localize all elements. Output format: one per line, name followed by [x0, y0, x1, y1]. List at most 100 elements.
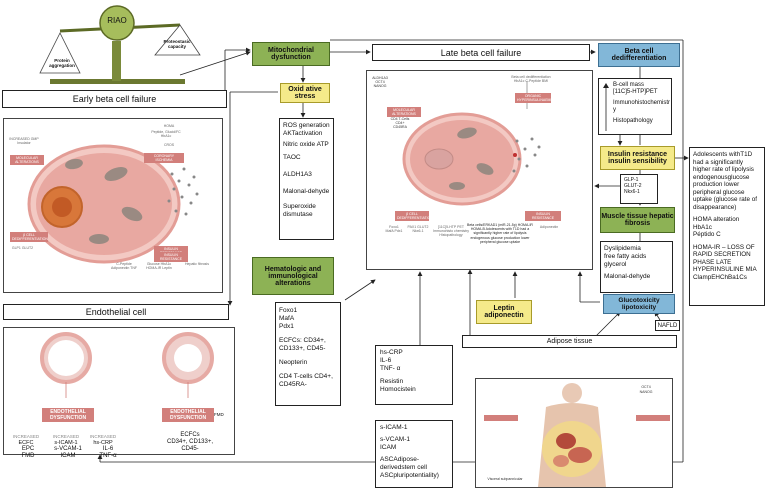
- early-bottom-mid: C-Peptide Adiponectin TNF: [110, 262, 137, 271]
- glucotoxicity-label: Glucotoxicity lipotoxicity: [618, 297, 660, 311]
- early-red-label: CORONARY ISCHEMIA: [144, 153, 184, 163]
- hemato-item: Foxo1: [279, 307, 298, 314]
- oxidative-stress-box: Oxid ative stress: [280, 83, 330, 103]
- endo-item: s-VCAM-1: [54, 446, 82, 452]
- endo-item: IL-6: [102, 446, 114, 452]
- endo-col-head: INCREASED: [89, 434, 117, 439]
- oxidative-item: ALDH1A3: [283, 171, 312, 178]
- late-center-list: Beta cells/ERKAD1 (miR-21-5p) HOMA-IR HO…: [467, 223, 533, 244]
- early-cell-figure: HOMA Peptide, Glucid/FC HbA1c CROS INCRE…: [3, 118, 223, 293]
- endo-col: s-ICAM-1: [49, 440, 83, 447]
- early-bottom-right: Hepatic fibrosis: [185, 262, 209, 266]
- hemato-list: Foxo1 MafA Pdx1 ECFCs: CD34+, CD133+, CD…: [275, 302, 341, 406]
- beta-mass-item: Immunohistochemistr y: [613, 100, 671, 113]
- dysl-item: Malonal-dehyde: [604, 273, 651, 280]
- riao-label: RIAO: [107, 16, 127, 25]
- adhesion-list: s-ICAM-1 s-VCAM-1 ICAM ASCAdipose-derive…: [375, 420, 453, 488]
- endo-item: EPC: [21, 446, 35, 452]
- inflammation-item: TNF- α: [380, 365, 401, 372]
- adolescents-box: Adolescents withT1D had a significantly …: [689, 147, 765, 306]
- adipose-nanog: NANOG: [639, 390, 653, 394]
- adolescents-text: Adolescents withT1D had a significantly …: [693, 151, 758, 211]
- insulin-resistance-box: Insulin resistance insulin sensibility: [600, 146, 675, 170]
- adhesion-item: ASCAdipose-derivedstem cell: [380, 456, 427, 471]
- oxidative-item: Malonal-dehyde: [283, 188, 330, 195]
- adipose-red-label: [636, 415, 670, 421]
- late-beta-failure-label: Late beta cell failure: [440, 47, 522, 58]
- early-red-label: β CELL DEDIFFERENTIATION: [10, 232, 48, 242]
- up-arrow-icon: [603, 83, 609, 131]
- beta-mass-item: [11C]5-HTP]PET: [613, 89, 658, 95]
- homa-item: HbA1c: [693, 223, 712, 231]
- inflammation-item: hs-CRP: [380, 349, 403, 356]
- late-bottom-right: Adiponectin: [539, 225, 559, 229]
- muscle-tissue-label: Muscle tissue hepatic fibrosis: [601, 213, 674, 227]
- homa-item: HOMA alteration: [693, 216, 740, 223]
- adipose-figure: OCT4 NANOG Visceral subpannicular: [475, 378, 673, 488]
- adhesion-item: ASCpluripotentiality): [380, 472, 439, 479]
- hemato-item: Neopterin: [279, 359, 308, 366]
- glp-item: GLUT-2: [624, 183, 642, 189]
- early-beta-failure-label: Early beta cell failure: [72, 94, 157, 104]
- oxidative-item: TAOC: [283, 154, 301, 161]
- endo-col: hs-CRP: [86, 440, 120, 447]
- adhesion-item: s-VCAM-1: [380, 436, 410, 443]
- riao-scale: RIAO Protein aggregation Proteostasic ca…: [30, 3, 205, 88]
- adhesion-item: ICAM: [380, 444, 397, 451]
- dedifferentiation-label: Beta cell dedifferentiation: [611, 48, 667, 62]
- inflammation-item: Resistin: [380, 378, 404, 385]
- endothelial-title-box: Endothelial cell: [3, 304, 229, 320]
- late-red-label: MOLECULAR ALTERATIONS: [387, 107, 421, 117]
- beta-mass-box: B-cell mass [11C]5-HTP]PET Immunohistoch…: [598, 78, 672, 135]
- endo-item: ECFCs: [180, 432, 200, 438]
- late-top-right: Beta cell dedifferentiation HbA1c C-Pept…: [511, 75, 551, 84]
- endo-list-left: EPC FMD s-VCAM-1 ICAM IL-6 TNF-α: [8, 446, 133, 460]
- oxidative-stress-label: Oxid ative stress: [288, 86, 322, 100]
- beta-mass-item: B-cell mass: [613, 82, 645, 88]
- early-homa-lines: Peptide, Glucid/FC HbA1c: [151, 130, 181, 139]
- endothelial-dysfunction-label: ENDOTHELIAL DYSFUNCTION: [42, 408, 94, 422]
- endo-item: CD45-: [181, 446, 199, 452]
- late-bottom-mid: PAX1 GLUT2 Nkx6-1: [407, 225, 429, 234]
- glucotoxicity-box: Glucotoxicity lipotoxicity: [603, 294, 675, 314]
- oxidative-list: ROS generation AKTactivation Nitric oxid…: [279, 118, 334, 240]
- endo-item: ECFC: [18, 440, 34, 446]
- insulin-resistance-label: Insulin resistance insulin sensibility: [607, 151, 668, 165]
- muscle-tissue-box: Muscle tissue hepatic fibrosis: [600, 207, 675, 233]
- proteostasic-capacity-label: Proteostasic capacity: [163, 39, 191, 49]
- inflammation-list: hs-CRP IL-6 TNF- α Resistin Homocistein: [375, 345, 453, 405]
- inflammation-item: IL-6: [380, 357, 392, 364]
- beta-mass-item: Histopathology: [613, 118, 653, 124]
- endo-item: s-ICAM-1: [54, 440, 78, 446]
- late-aldh: ALDH1A3 OCT4 NANOG: [372, 76, 388, 89]
- adipose-oct4: OCT4: [641, 385, 651, 389]
- vessel-illustration: [40, 332, 214, 398]
- hemato-item: MafA: [279, 315, 295, 322]
- early-cros: CROS: [163, 143, 175, 147]
- dyslipidemia-list: Dyslipidemia free fatty acids glycerol M…: [600, 241, 673, 293]
- endo-item: hs-CRP: [93, 440, 113, 446]
- endo-item: FMD: [21, 453, 35, 459]
- mito-dysfunction-box: Mitochondrial dysfunction: [252, 42, 330, 66]
- late-red-label: β CELL DEDIFFERENTIATION: [395, 211, 433, 221]
- leptin-label: Leptin adiponectin: [484, 305, 524, 319]
- endo-item: CD34+, CD133+,: [166, 439, 214, 445]
- early-red-label: MOLECULAR ALTERATIONS: [10, 155, 44, 165]
- late-beta-failure-box: Late beta cell failure: [372, 44, 590, 61]
- late-bottom-left: Foxo1 MafA Pdx1: [385, 225, 403, 234]
- homa-item: Péptido C: [693, 231, 721, 238]
- late-bottom-mid2: [11C]5-HTP PET Immunohisto chemistry His…: [433, 225, 469, 238]
- fmd-label: FMD: [214, 412, 224, 417]
- glp-item: Nkx6-1: [624, 189, 640, 195]
- dedifferentiation-box: Beta cell dedifferentiation: [598, 43, 680, 67]
- hematologic-label: Hematologic and immunological alteration…: [264, 265, 322, 287]
- nafld-box: NAFLD: [655, 320, 680, 331]
- late-red-label: ORGANIC HYPERINSULINAEMIA: [515, 93, 554, 103]
- endothelial-figure: ENDOTHELIAL DYSFUNCTION ENDOTHELIAL DYSF…: [3, 327, 235, 455]
- dysl-item: glycerol: [604, 261, 627, 268]
- adipose-tissue-label: Adipose tissue: [546, 338, 593, 345]
- glp-list: GLP-1 GLUT-2 Nkx6-1: [620, 174, 658, 204]
- glp-item: GLP-1: [624, 177, 639, 183]
- oxidative-item: Superoxide dismutase: [283, 203, 316, 218]
- oxidative-item: Nitric oxide ATP: [283, 141, 329, 148]
